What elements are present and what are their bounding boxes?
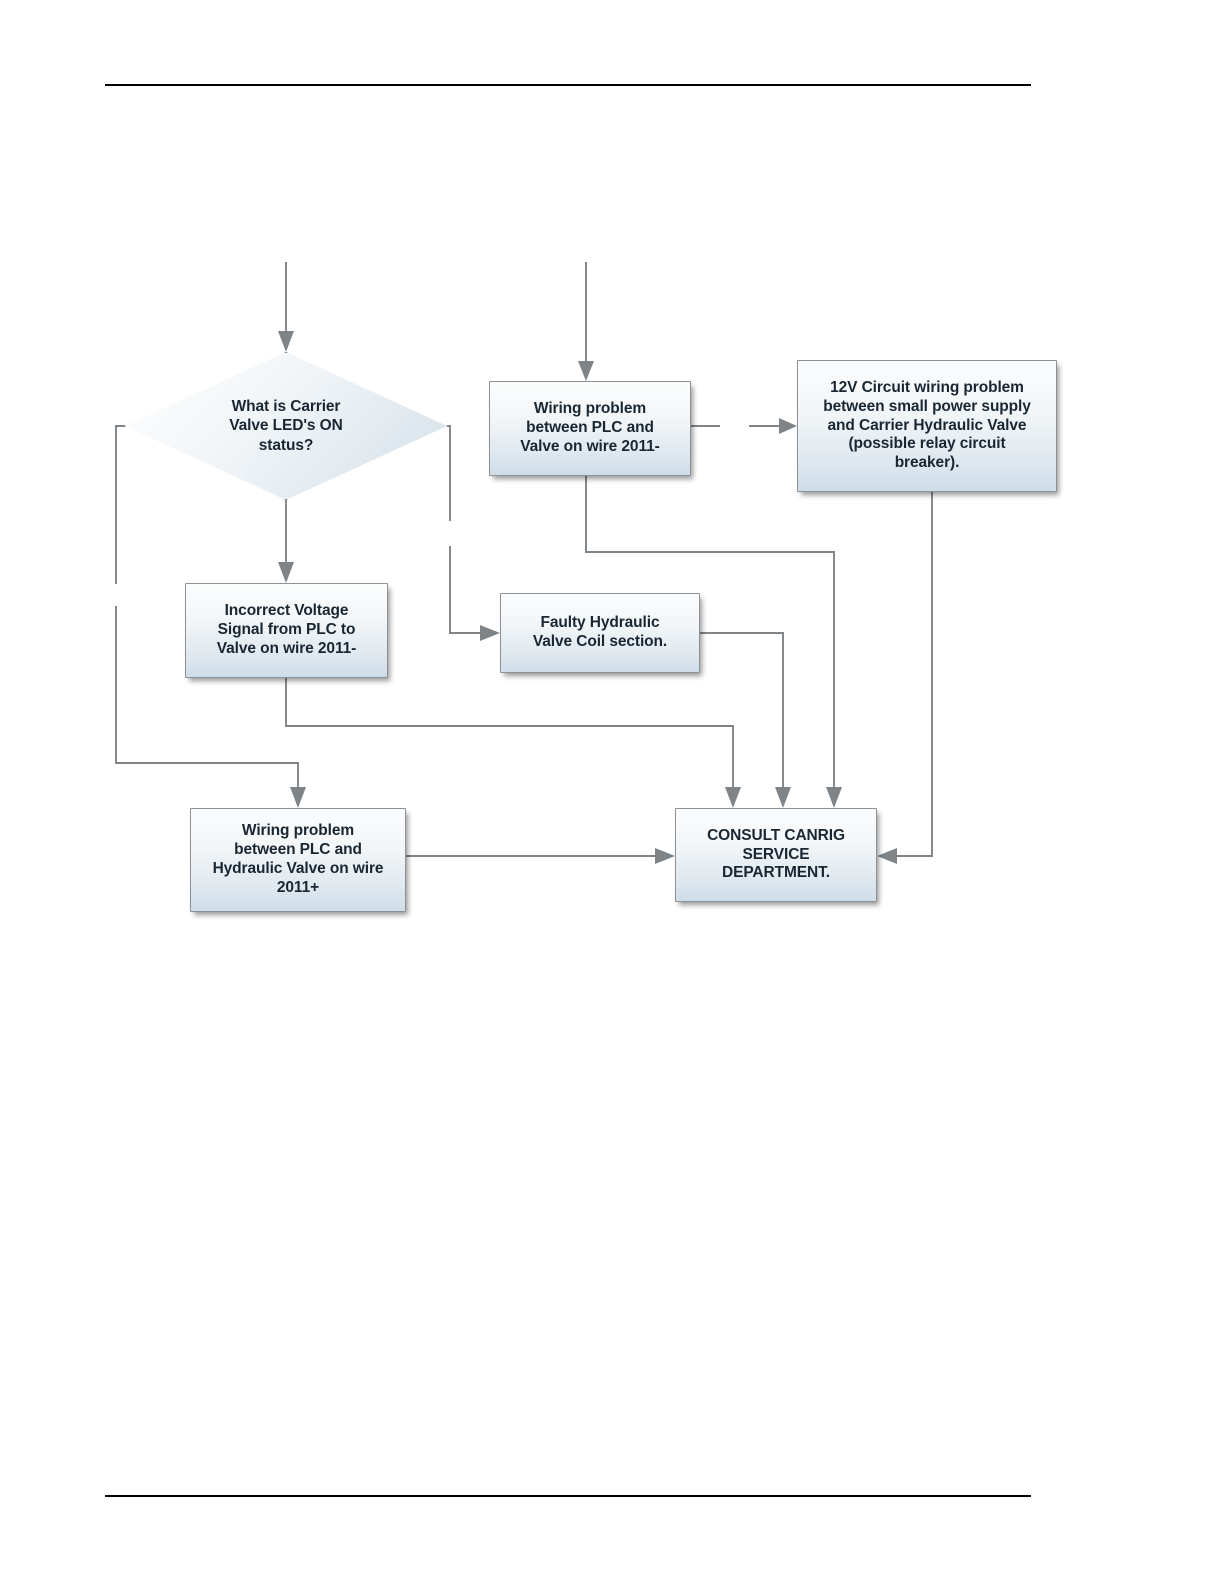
arrowhead-wiringplc-to-12v: [779, 418, 797, 434]
edge-decision-to-wiringhyd-seg1: [115, 425, 125, 584]
node-label: Wiring problem between PLC and Hydraulic…: [212, 822, 384, 896]
node-label: Wiring problem between PLC and Valve on …: [520, 400, 660, 455]
node-consult-canrig-service-department[interactable]: CONSULT CANRIG SERVICE DEPARTMENT.: [675, 808, 877, 902]
node-label: Faulty Hydraulic Valve Coil section.: [532, 614, 668, 650]
edge-incorrect-to-consult: [285, 678, 734, 790]
node-wiring-problem-plc-valve-2011minus[interactable]: Wiring problem between PLC and Valve on …: [489, 381, 691, 476]
edge-faulty-to-consult: [700, 632, 784, 790]
node-faulty-hydraulic-valve-coil[interactable]: Faulty Hydraulic Valve Coil section.: [500, 593, 700, 673]
node-label: 12V Circuit wiring problem between small…: [823, 378, 1031, 472]
arrowhead-12v-to-consult: [877, 848, 897, 864]
arrowhead-top-to-wiring-plc: [578, 361, 594, 381]
node-label: Incorrect Voltage Signal from PLC to Val…: [216, 602, 357, 657]
decision-carrier-valve-led-status[interactable]: What is Carrier Valve LED's ON status?: [125, 352, 447, 500]
arrowhead-incorrect-to-consult: [725, 787, 741, 808]
arrowhead-decision-to-incorrect: [278, 562, 294, 583]
arrowhead-decision-to-faulty: [480, 625, 500, 641]
node-label: CONSULT CANRIG SERVICE DEPARTMENT.: [707, 826, 845, 882]
edge-12v-to-consult: [897, 492, 933, 857]
decision-label: What is Carrier Valve LED's ON status?: [229, 397, 343, 454]
arrowhead-faulty-to-consult: [775, 787, 791, 808]
arrowhead-decision-to-wiringhyd: [290, 787, 306, 808]
edge-decision-to-faulty-seg1: [447, 425, 451, 521]
footer-rule: [105, 1495, 1031, 1497]
arrowhead-top-to-decision: [278, 331, 294, 352]
node-incorrect-voltage-signal[interactable]: Incorrect Voltage Signal from PLC to Val…: [185, 583, 388, 678]
header-rule: [105, 84, 1031, 86]
node-12v-circuit-wiring-problem[interactable]: 12V Circuit wiring problem between small…: [797, 360, 1057, 492]
node-wiring-problem-hydraulic-valve-2011plus[interactable]: Wiring problem between PLC and Hydraulic…: [190, 808, 406, 912]
edge-decision-to-faulty-seg2: [449, 546, 480, 634]
arrowhead-wiringhyd-to-consult: [655, 848, 675, 864]
arrowhead-wiringplc-to-consult: [826, 787, 842, 808]
